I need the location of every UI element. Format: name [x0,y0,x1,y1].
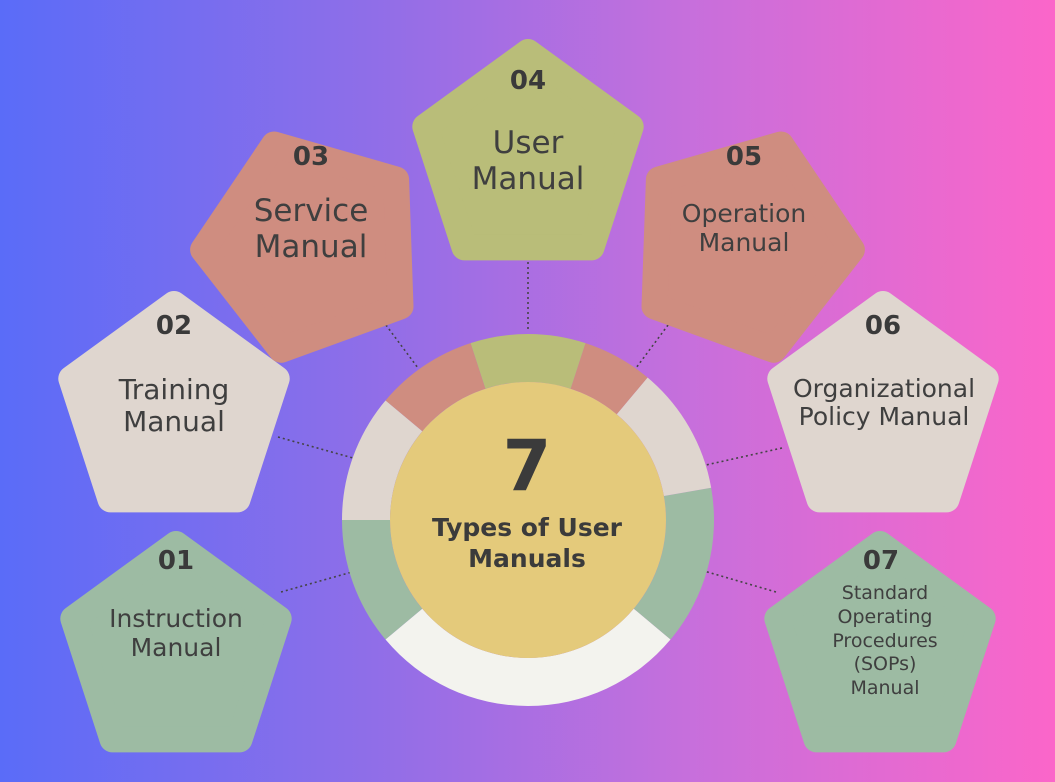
pentagon-06 [767,291,999,513]
item-06-number: 06 [864,311,902,341]
item-01-number: 01 [157,546,195,576]
pentagon-04 [412,39,644,261]
item-02-line1: Training [118,373,230,406]
pentagon-02 [58,291,290,513]
item-07-line4: (SOPs) [853,653,917,676]
item-07-number: 07 [862,546,900,576]
connector-line-06 [705,447,783,466]
item-04-label: User Manual [471,125,585,197]
center-circle [390,382,666,658]
item-07-label: Standard Operating Procedures (SOPs) Man… [832,582,937,701]
item-01-line2: Manual [130,632,222,662]
ring-segment-bottom [385,608,671,706]
ring-segment-03 [385,343,486,432]
item-02-line2: Manual [123,405,225,439]
item-06-line1: Organizational [792,374,976,403]
item-05-label: Operation Manual [681,199,807,258]
item-03-line1: Service [253,193,369,229]
ring-segment-06 [616,377,712,497]
center-number: 7 [502,425,552,507]
item-03-line2: Manual [254,228,368,265]
item-04-line2: Manual [471,160,585,197]
item-04-number: 04 [509,66,547,96]
center-title: Types of User Manuals [432,512,622,575]
ring-segment-05 [570,343,648,415]
pentagon-05 [641,131,865,363]
connector-line-01 [280,571,353,593]
center-title-line2: Manuals [468,544,586,574]
item-06-line2: Policy Manual [798,402,970,431]
item-07-line2: Operating [837,605,933,628]
item-05-line2: Manual [698,227,790,257]
item-07-line1: Standard [841,582,929,604]
item-07-line3: Procedures [832,629,938,652]
ring-segment-02 [342,400,423,520]
connector-line-02 [277,436,354,459]
pentagon-01 [60,531,292,753]
ring-segment-07 [633,487,715,640]
pentagon-07 [764,531,996,753]
item-05-number: 05 [725,142,763,172]
item-02-label: Training Manual [118,373,230,439]
connector-line-07 [703,570,777,593]
ring-segment-04 [470,333,586,389]
item-04-line1: User [492,125,564,161]
item-06-label: Organizational Policy Manual [793,375,975,431]
item-07-line5: Manual [850,677,920,699]
center-title-line1: Types of User [431,513,623,542]
connector-line-03 [373,308,419,369]
item-01-label: Instruction Manual [109,604,243,663]
item-03-label: Service Manual [253,193,369,265]
connector-line-05 [635,308,681,369]
item-05-line1: Operation [681,199,807,228]
pentagon-03 [190,131,414,363]
item-03-number: 03 [292,142,330,172]
item-01-line1: Instruction [109,604,243,633]
ring-segment-01 [342,520,423,640]
item-02-number: 02 [155,311,193,341]
